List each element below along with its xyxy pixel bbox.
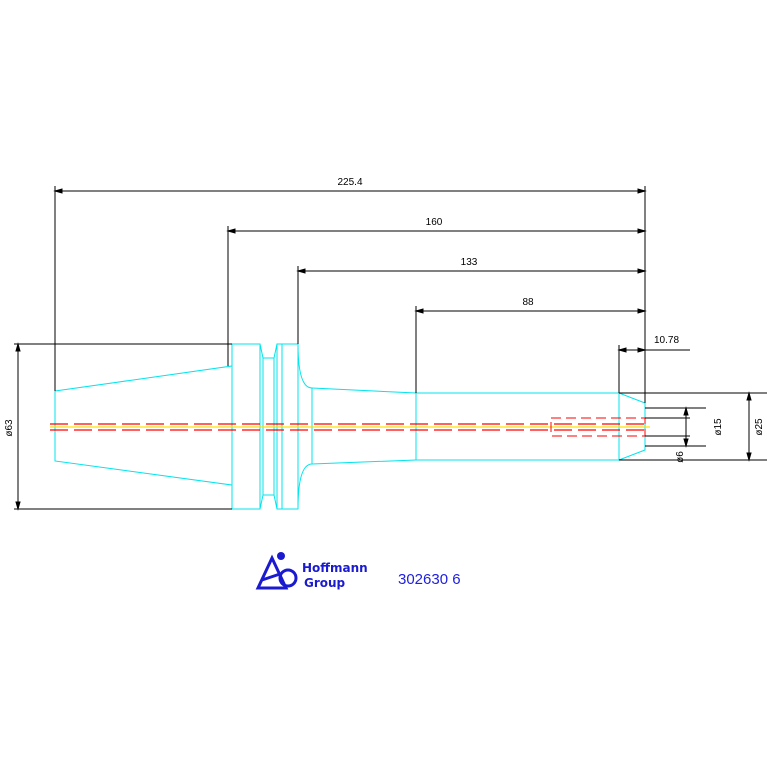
dimension-lines [14,186,767,511]
part-number: 302630 6 [398,571,461,588]
dim-nose-length: 10.78 [654,335,679,346]
dim-flange-to-end: 133 [461,257,478,268]
v-groove-bottom [259,494,278,510]
brand-logo [255,552,298,590]
brand-name-line2: Group [304,576,346,590]
nose-chamfer [618,392,646,461]
dim-gauge-to-end: 160 [426,217,443,228]
dim-shank-length: 88 [522,297,534,308]
dim-overall-length: 225.4 [337,177,362,188]
neck [297,343,417,510]
dim-taper-diameter: ø63 [4,419,15,437]
dim-shank-diameter: ø25 [754,418,765,436]
taper-cone [54,365,233,486]
v-groove [259,343,278,359]
dim-pilot-diameter: ø6 [675,451,686,463]
dim-bore-diameter: ø15 [713,418,724,436]
hidden-bore [550,417,646,437]
centerline [50,423,650,431]
brand-name-line1: Hoffmann [302,561,368,575]
tool-outline [54,343,646,510]
